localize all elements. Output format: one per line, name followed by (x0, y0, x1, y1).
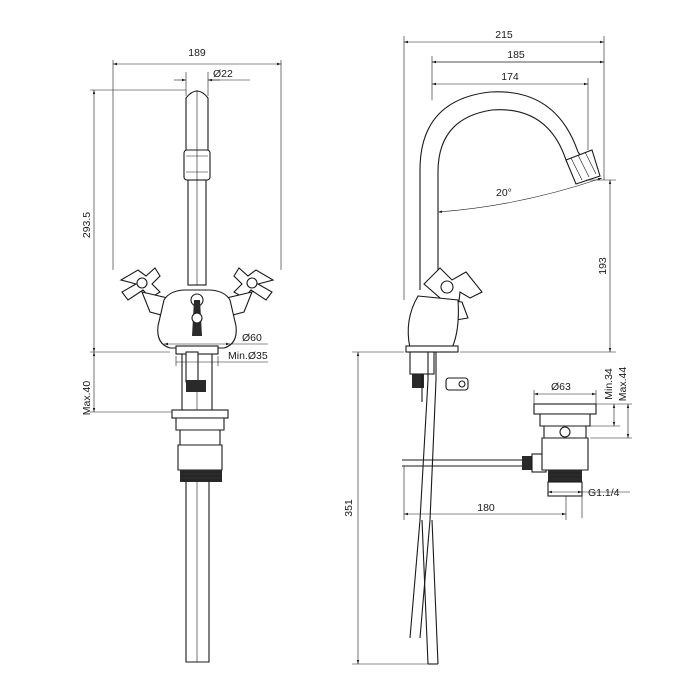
dim-dia-22: Ø22 (213, 68, 233, 80)
dim-215: 215 (495, 29, 513, 41)
dim-180: 180 (477, 502, 495, 514)
dim-dia-63: Ø63 (551, 381, 571, 393)
dim-max-40: Max.40 (81, 381, 93, 416)
dim-g-thread: G1.1/4 (588, 487, 620, 499)
dim-351: 351 (343, 499, 355, 517)
dim-min-dia-35: Min.Ø35 (228, 350, 268, 362)
dim-189: 189 (188, 47, 206, 59)
dim-185: 185 (507, 49, 525, 61)
dim-max-44: Max.44 (617, 367, 629, 402)
dim-193: 193 (597, 257, 609, 275)
dim-dia-60: Ø60 (242, 332, 262, 344)
front-view: 189 Ø22 293.5 Ø60 Min.Ø35 Max.40 (81, 47, 282, 663)
dim-174: 174 (501, 71, 519, 83)
dim-angle-20: 20° (496, 187, 512, 199)
side-view: 215 185 174 20° 193 Ø63 Min.34 Max.44 G1… (343, 29, 632, 665)
dim-293-5: 293.5 (81, 212, 93, 238)
dim-min-34: Min.34 (603, 368, 615, 400)
